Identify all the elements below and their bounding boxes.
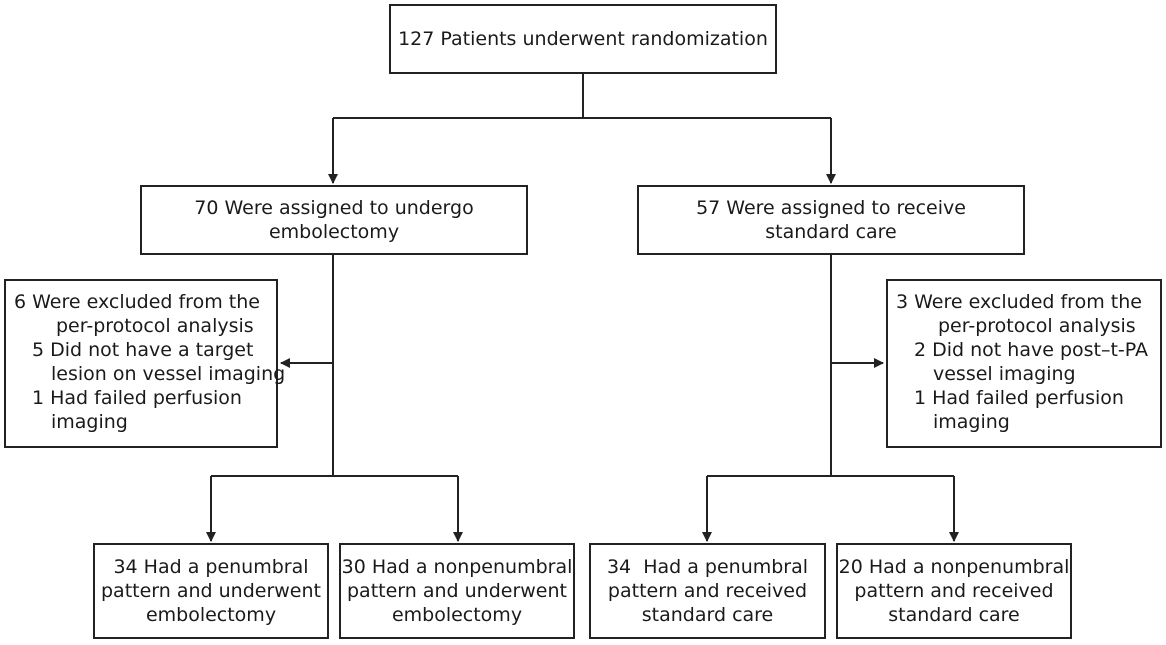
excluded-embolectomy-header-cont: per-protocol analysis <box>56 315 254 337</box>
std-penumbral-line-3: standard care <box>641 604 774 626</box>
excluded-standard-header-cont: per-protocol analysis <box>938 315 1136 337</box>
std-nonpenumbral-line-1: 20 Had a nonpenumbral <box>838 556 1070 578</box>
emb-penumbral-line-2: pattern and underwent <box>100 580 321 602</box>
excluded-standard-reason-1: 2 Did not have post–t-PA <box>914 339 1149 361</box>
emb-penumbral-box: 34 Had a penumbral pattern and underwent… <box>93 543 329 639</box>
standard-assigned-line-2: standard care <box>765 221 897 243</box>
excluded-standard-reason-2-cont: imaging <box>933 411 1010 433</box>
std-nonpenumbral-line-2: pattern and received <box>854 580 1054 602</box>
excluded-standard-header: 3 Were excluded from the <box>896 291 1142 313</box>
excluded-embolectomy-reason-2: 1 Had failed perfusion <box>32 387 242 409</box>
excluded-embolectomy-reason-1-cont: lesion on vessel imaging <box>51 363 286 385</box>
randomization-box: 127 Patients underwent randomization <box>389 4 777 74</box>
emb-penumbral-line-3: embolectomy <box>145 604 277 626</box>
standard-assigned-line-1: 57 Were assigned to receive <box>696 197 966 219</box>
excluded-embolectomy-reason-1: 5 Did not have a target <box>32 339 254 361</box>
excluded-embolectomy-reason-2-cont: imaging <box>51 411 128 433</box>
embolectomy-assigned-line-1: 70 Were assigned to undergo <box>194 197 474 219</box>
embolectomy-assigned-line-2: embolectomy <box>268 221 400 243</box>
excluded-standard-reason-1-cont: vessel imaging <box>933 363 1076 385</box>
emb-nonpenumbral-line-3: embolectomy <box>391 604 523 626</box>
excluded-embolectomy-header: 6 Were excluded from the <box>14 291 260 313</box>
emb-nonpenumbral-line-2: pattern and underwent <box>346 580 567 602</box>
std-penumbral-line-1: 34 Had a penumbral <box>606 556 809 578</box>
std-nonpenumbral-line-3: standard care <box>888 604 1020 626</box>
std-penumbral-box: 34 Had a penumbral pattern and received … <box>589 543 826 639</box>
excluded-embolectomy-box: 6 Were excluded from the per-protocol an… <box>4 279 286 448</box>
emb-penumbral-line-1: 34 Had a penumbral <box>113 556 309 578</box>
excluded-standard-reason-2: 1 Had failed perfusion <box>914 387 1124 409</box>
std-penumbral-line-2: pattern and received <box>607 580 808 602</box>
emb-nonpenumbral-box: 30 Had a nonpenumbral pattern and underw… <box>339 543 575 639</box>
standard-care-assigned-box: 57 Were assigned to receive standard car… <box>637 185 1025 255</box>
excluded-standard-box: 3 Were excluded from the per-protocol an… <box>886 279 1162 448</box>
randomization-text: 127 Patients underwent randomization <box>398 28 768 50</box>
std-nonpenumbral-box: 20 Had a nonpenumbral pattern and receiv… <box>836 543 1072 639</box>
embolectomy-assigned-box: 70 Were assigned to undergo embolectomy <box>140 185 528 255</box>
emb-nonpenumbral-line-1: 30 Had a nonpenumbral <box>341 556 573 578</box>
